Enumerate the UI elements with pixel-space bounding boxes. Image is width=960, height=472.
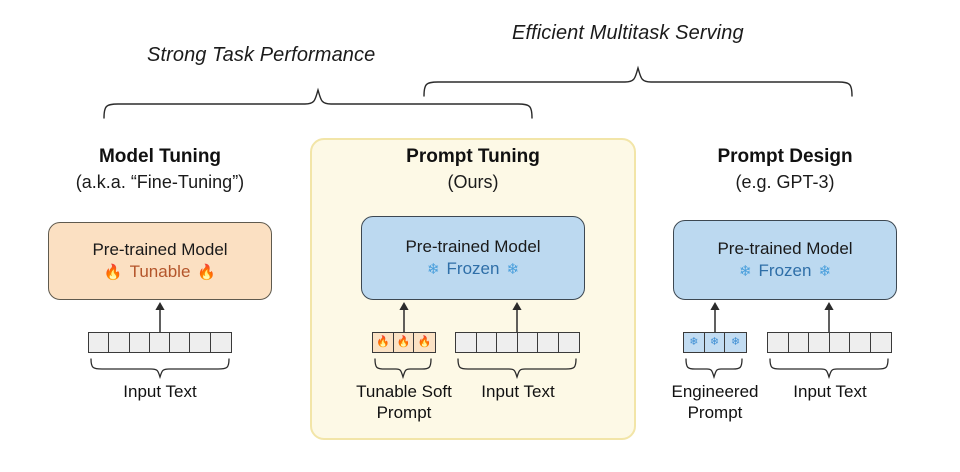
column-title-prompt-tuning: Prompt Tuning: [406, 146, 540, 167]
caption-tunable-soft-prompt: Tunable Soft Prompt: [334, 382, 474, 423]
model-box-state-label: Frozen: [446, 259, 500, 278]
token-cell-flame: 🔥: [373, 333, 394, 352]
token-cell: [829, 333, 850, 352]
token-cell: [210, 333, 231, 352]
token-cell: [558, 333, 579, 352]
annotation-label-efficient-multitask-serving: Efficient Multitask Serving: [512, 22, 744, 44]
caption-line-2: Prompt: [687, 402, 743, 422]
caption-model-tuning-input-text: Input Text: [123, 382, 197, 401]
flame-icon: 🔥: [396, 336, 411, 348]
token-cell-snowflake: ❄: [704, 333, 726, 352]
model-box-state-row: ❄ Frozen ❄: [427, 258, 519, 280]
model-box-name: Pre-trained Model: [405, 236, 541, 256]
arrow-input-to-model-prompt-design: [824, 302, 834, 332]
token-cell: [788, 333, 809, 352]
token-strip-engineered-prompt: ❄ ❄ ❄: [683, 332, 747, 353]
annotation-label-strong-task-performance: Strong Task Performance: [147, 44, 376, 66]
column-title-prompt-design: Prompt Design: [717, 146, 853, 167]
model-box-state-label: Frozen: [758, 261, 812, 280]
model-box-model-tuning: Pre-trained Model 🔥 Tunable 🔥: [48, 222, 272, 300]
model-box-state-row: ❄ Frozen ❄: [739, 260, 831, 282]
token-strip-prompt-design-input-text: [767, 332, 892, 353]
snowflake-icon: ❄: [818, 262, 832, 280]
token-cell-flame: 🔥: [393, 333, 415, 352]
snowflake-icon: ❄: [709, 336, 720, 348]
caption-prompt-design-input-text: Input Text: [793, 382, 867, 401]
caption-line-2: Prompt: [376, 402, 432, 422]
token-strip-prompt-tuning-input-text: [455, 332, 580, 353]
model-box-state-row: 🔥 Tunable 🔥: [104, 261, 216, 283]
token-cell-snowflake: ❄: [725, 333, 746, 352]
caption-line-1: Tunable Soft: [356, 382, 452, 401]
caption-prompt-tuning-input-text: Input Text: [481, 382, 555, 401]
caption-line-1: Engineered: [671, 382, 759, 401]
minibrace-prompt-tuning-input-text: [457, 358, 577, 379]
token-cell: [809, 333, 830, 352]
model-box-state-label: Tunable: [129, 262, 191, 281]
model-box-name: Pre-trained Model: [92, 239, 228, 259]
flame-icon: 🔥: [103, 263, 123, 281]
token-cell: [850, 333, 871, 352]
token-cell: [538, 333, 559, 352]
token-cell: [870, 333, 891, 352]
token-cell: [109, 333, 130, 352]
flame-icon: 🔥: [417, 336, 432, 348]
flame-icon: 🔥: [197, 263, 217, 281]
snowflake-icon: ❄: [738, 262, 752, 280]
token-cell: [89, 333, 110, 352]
token-cell: [170, 333, 191, 352]
arrow-input-to-model-tuning: [155, 302, 165, 332]
column-subtitle-prompt-design: (e.g. GPT-3): [735, 172, 835, 192]
minibrace-model-tuning-input-text: [90, 358, 230, 379]
brace-strong-task-performance: [103, 87, 533, 119]
caption-engineered-prompt: Engineered Prompt: [645, 382, 785, 423]
model-box-prompt-design: Pre-trained Model ❄ Frozen ❄: [673, 220, 897, 300]
column-subtitle-prompt-tuning: (Ours): [447, 172, 499, 192]
token-cell: [517, 333, 538, 352]
token-strip-tunable-soft-prompt: 🔥 🔥 🔥: [372, 332, 436, 353]
column-title-model-tuning: Model Tuning: [98, 146, 222, 167]
flame-icon: 🔥: [375, 336, 390, 348]
token-cell: [149, 333, 171, 352]
token-strip-model-tuning-input-text: [88, 332, 232, 353]
token-cell-flame: 🔥: [414, 333, 435, 352]
model-box-name: Pre-trained Model: [717, 238, 853, 258]
token-cell: [190, 333, 211, 352]
minibrace-engineered-prompt: [685, 358, 743, 379]
arrow-input-to-model-prompt-tuning: [512, 302, 522, 332]
minibrace-tunable-soft-prompt: [374, 358, 432, 379]
arrow-soft-prompt-to-model: [399, 302, 409, 332]
token-cell: [476, 333, 497, 352]
snowflake-icon: ❄: [426, 260, 440, 278]
token-cell: [497, 333, 518, 352]
snowflake-icon: ❄: [731, 336, 741, 348]
token-cell: [768, 333, 789, 352]
column-subtitle-model-tuning: (a.k.a. “Fine-Tuning”): [75, 172, 245, 192]
brace-efficient-multitask-serving: [423, 65, 853, 97]
model-box-prompt-tuning: Pre-trained Model ❄ Frozen ❄: [361, 216, 585, 300]
token-cell-snowflake: ❄: [684, 333, 705, 352]
minibrace-prompt-design-input-text: [769, 358, 889, 379]
snowflake-icon: ❄: [689, 336, 699, 348]
token-cell: [129, 333, 150, 352]
token-cell: [456, 333, 477, 352]
arrow-engineered-prompt-to-model: [710, 302, 720, 332]
snowflake-icon: ❄: [506, 260, 520, 278]
